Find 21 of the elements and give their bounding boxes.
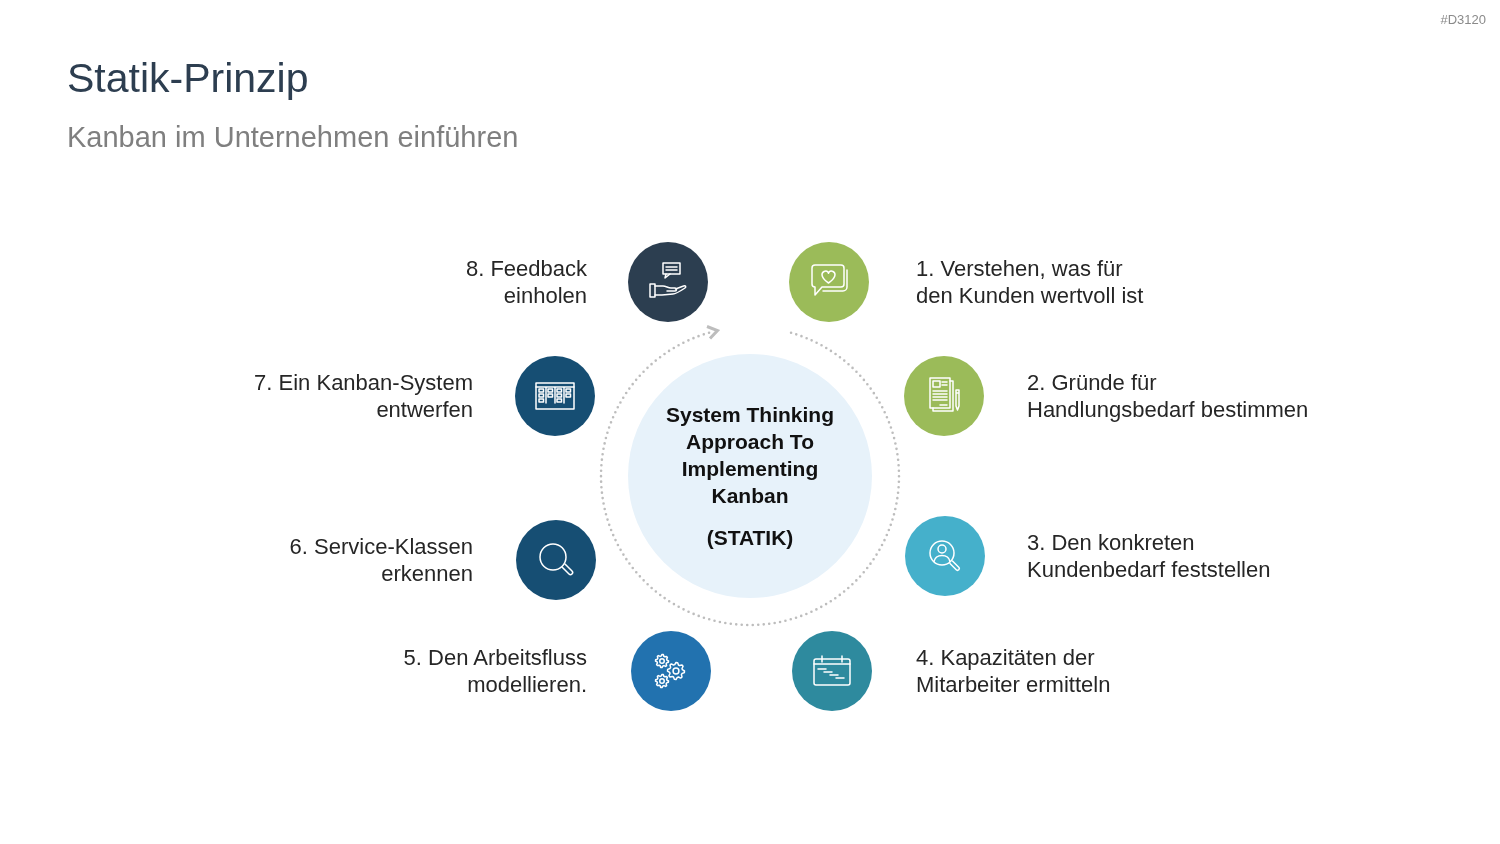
gears-icon bbox=[631, 631, 711, 711]
step-label: 5. Den Arbeitsfluss modellieren. bbox=[402, 644, 587, 698]
step-label: 7. Ein Kanban-System entwerfen bbox=[253, 369, 473, 423]
kanban-board-icon bbox=[515, 356, 595, 436]
heart-speech-bubble-icon bbox=[789, 242, 869, 322]
document-pen-icon bbox=[904, 356, 984, 436]
person-search-icon bbox=[905, 516, 985, 596]
center-text: System Thinking Approach To Implementing Kanban bbox=[665, 402, 835, 509]
title: Statik-Prinzip bbox=[67, 54, 309, 103]
step-label: 8. Feedback einholen bbox=[464, 255, 587, 309]
calendar-icon bbox=[792, 631, 872, 711]
reference-code: #D3120 bbox=[1440, 12, 1486, 28]
hand-message-icon bbox=[628, 242, 708, 322]
subtitle: Kanban im Unternehmen einführen bbox=[67, 120, 519, 155]
step-label: 6. Service-Klassen erkennen bbox=[288, 533, 473, 587]
step-label: 1. Verstehen, was für den Kunden wertvoll ist bbox=[916, 255, 1145, 309]
step-label: 4. Kapazitäten der Mitarbeiter ermitteln bbox=[916, 644, 1112, 698]
acronym-text: (STATIK) bbox=[706, 525, 794, 551]
search-icon bbox=[516, 520, 596, 600]
step-label: 3. Den konkreten Kundenbedarf feststellen bbox=[1027, 529, 1272, 583]
step-label: 2. Gründe für Handlungsbedarf bestimmen bbox=[1027, 369, 1310, 423]
